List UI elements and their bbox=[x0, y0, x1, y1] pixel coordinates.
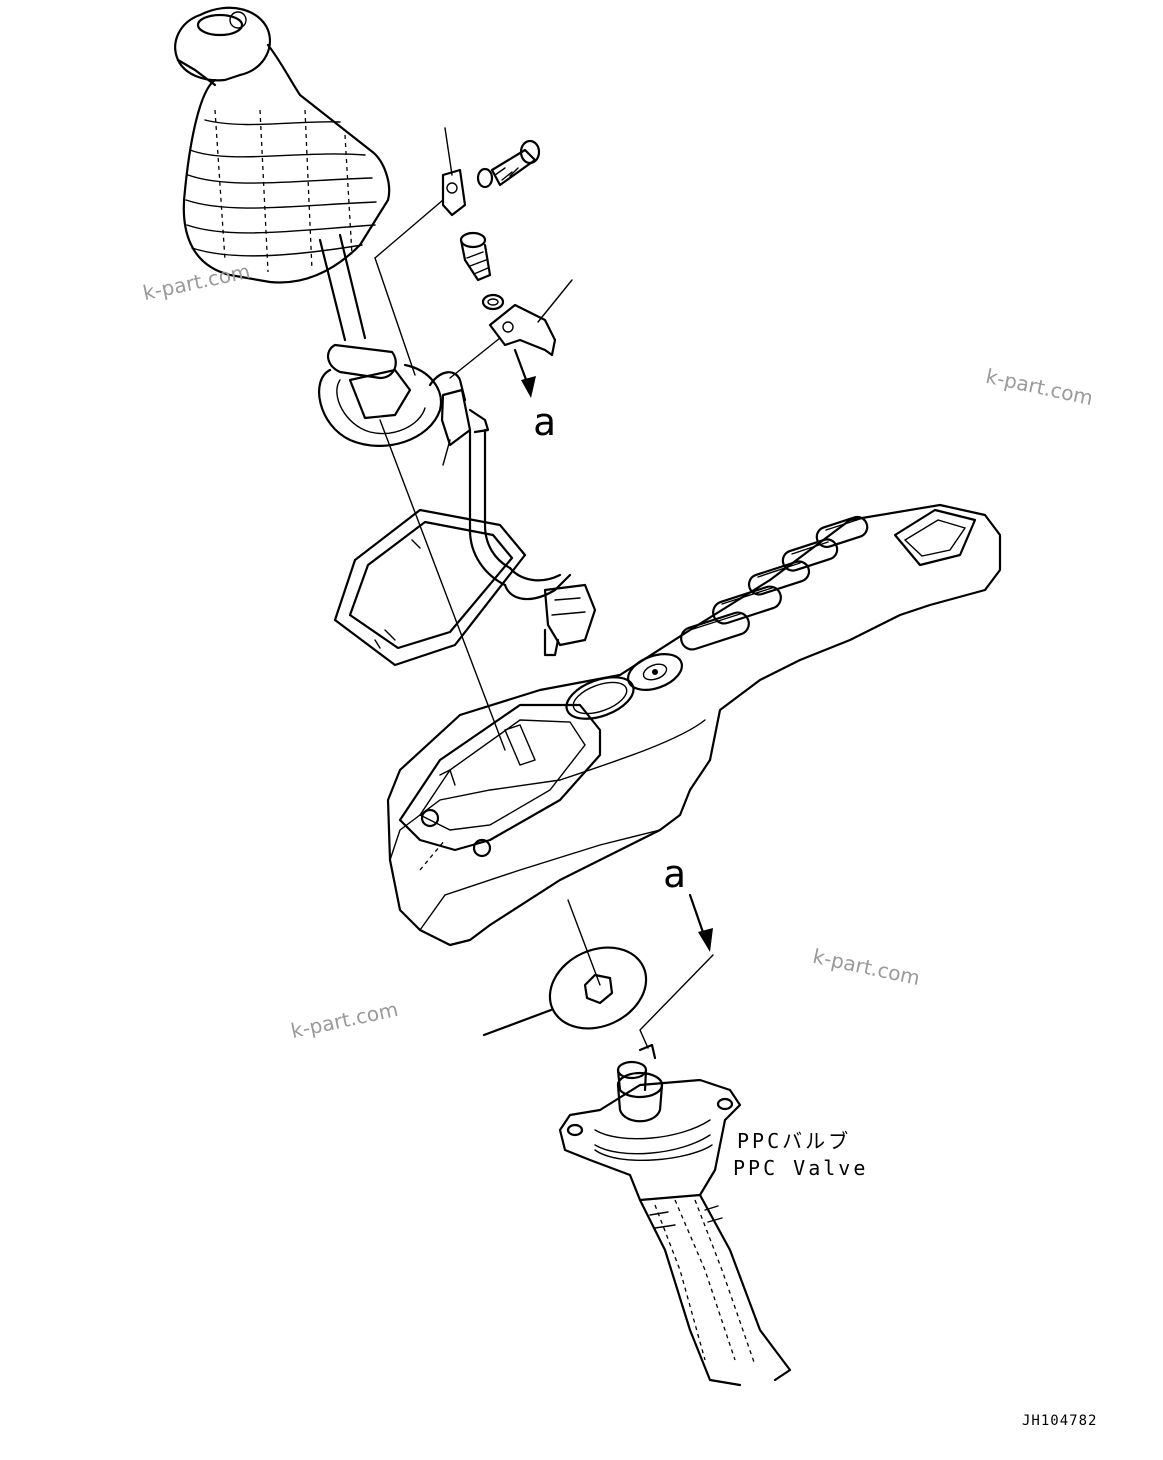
hex-washer bbox=[482, 946, 648, 1037]
view-ref-label-upper: a bbox=[533, 400, 556, 444]
view-arrow-lower bbox=[639, 893, 714, 1049]
joystick-lever bbox=[174, 6, 397, 380]
guide-line-washer bbox=[567, 899, 601, 986]
drawing-code: JH104782 bbox=[1022, 1413, 1098, 1429]
boot-plate bbox=[333, 508, 527, 667]
connector bbox=[503, 566, 597, 657]
upper-bracket bbox=[374, 127, 541, 376]
lever-base-ring bbox=[318, 363, 443, 447]
view-ref-label-lower: a bbox=[663, 852, 686, 896]
ppc-valve-label-jp: PPCバルブ bbox=[737, 1129, 852, 1153]
ppc-valve bbox=[558, 1043, 792, 1387]
middle-bolt bbox=[459, 231, 505, 311]
guide-line-lever bbox=[379, 419, 506, 751]
harness-clip bbox=[428, 371, 512, 587]
console-armrest bbox=[386, 503, 1002, 947]
l-bracket bbox=[449, 279, 573, 398]
ppc-valve-label-en: PPC Valve bbox=[733, 1156, 869, 1180]
